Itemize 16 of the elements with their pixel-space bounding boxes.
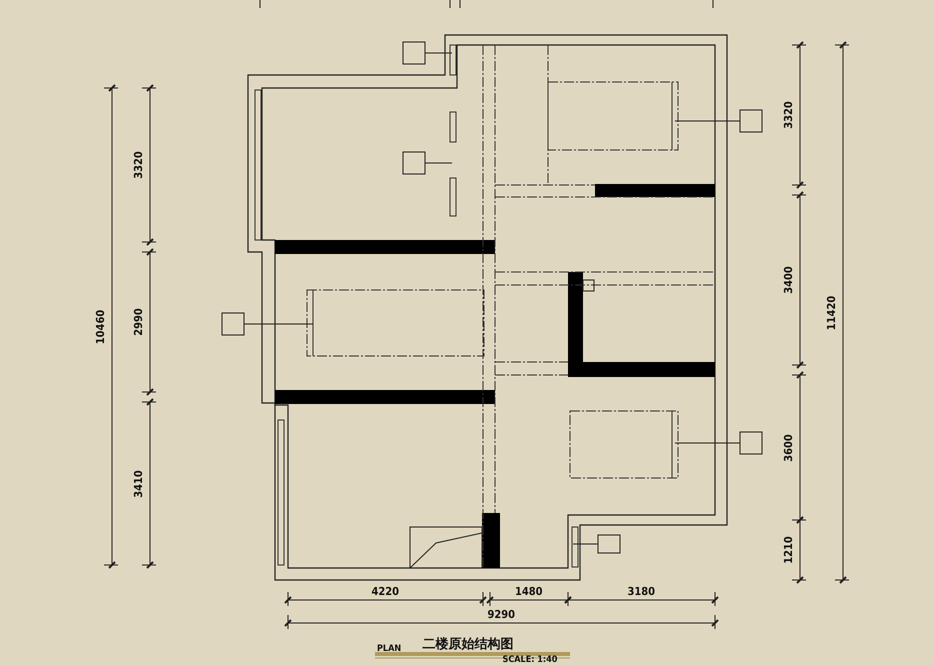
- dimension-text: 11420: [826, 295, 838, 330]
- dimension-text: 3400: [782, 266, 795, 294]
- dimension-text: 3180: [628, 586, 656, 598]
- scale-text: SCALE: 1:40: [502, 656, 558, 665]
- dimension-text: 3320: [132, 151, 145, 179]
- dimension-text: 9290: [488, 609, 516, 621]
- plan-label: PLAN: [377, 643, 402, 655]
- drawing-title: 二楼原始结构图: [422, 637, 514, 652]
- dimension-text: 1480: [515, 586, 543, 598]
- dimension-text: 1210: [782, 536, 795, 564]
- dimension-text: 3410: [132, 470, 145, 498]
- dimension-text: 2990: [132, 308, 145, 336]
- dimension-text: 10460: [95, 309, 108, 344]
- dimension-text: 4220: [372, 586, 400, 598]
- dimension-text: 3600: [782, 434, 795, 462]
- dimension-text: 3320: [782, 101, 795, 129]
